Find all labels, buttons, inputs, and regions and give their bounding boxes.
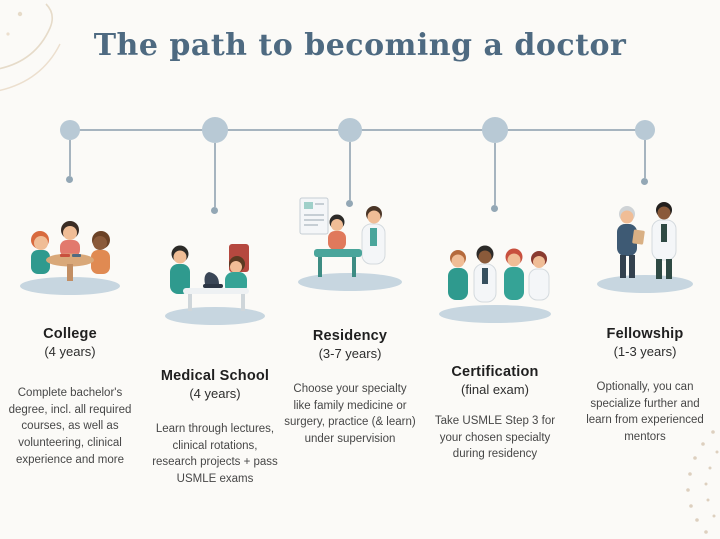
timeline-node-fellowship (635, 120, 655, 140)
step-description: Learn through lectures, clinical rotatio… (152, 423, 278, 486)
step-residency: Residency (3-7 years) Choose your specia… (284, 328, 416, 448)
timeline-stem-college (69, 140, 71, 176)
timeline-node-certification (482, 117, 508, 143)
step-description: Choose your specialty like family medici… (284, 383, 416, 446)
step-duration: (final exam) (461, 382, 529, 397)
step-description: Take USMLE Step 3 for your chosen specia… (434, 415, 556, 461)
illustration-certification-team (439, 245, 551, 323)
illustration-residency-exam (298, 197, 402, 291)
timeline-node-residency (338, 118, 362, 142)
step-title: Fellowship (606, 326, 684, 342)
timeline-dot-fellowship (641, 178, 648, 185)
step-title: Residency (312, 328, 388, 344)
timeline-stem-certification (494, 143, 496, 205)
step-duration: (4 years) (44, 344, 96, 359)
timeline-stem-medical-school (214, 143, 216, 207)
step-title: College (43, 326, 97, 342)
illustration-fellowship-mentor (597, 202, 693, 293)
timeline-node-college (60, 120, 80, 140)
step-title: Medical School (160, 368, 270, 384)
step-description: Complete bachelor's degree, incl. all re… (8, 387, 132, 466)
step-medical-school: Medical School (4 years) Learn through l… (149, 368, 281, 488)
step-title: Certification (451, 364, 539, 380)
timeline-dot-residency (346, 200, 353, 207)
step-certification: Certification (final exam) Take USMLE St… (429, 364, 561, 463)
timeline-dot-college (66, 176, 73, 183)
timeline-stem-fellowship (644, 140, 646, 178)
step-fellowship: Fellowship (1-3 years) Optionally, you c… (581, 326, 709, 446)
page-title: The path to becoming a doctor (93, 28, 627, 63)
step-description: Optionally, you can specialize further a… (586, 381, 704, 444)
timeline-dot-certification (491, 205, 498, 212)
step-duration: (4 years) (189, 386, 241, 401)
illustration-college-students (20, 221, 120, 295)
step-college: College (4 years) Complete bachelor's de… (4, 326, 136, 468)
step-duration: (1-3 years) (613, 344, 677, 359)
timeline-stem-residency (349, 142, 351, 200)
step-duration: (3-7 years) (318, 346, 382, 361)
timeline-dot-medical-school (211, 207, 218, 214)
illustration-medical-school-lab (165, 244, 265, 325)
timeline-node-medical-school (202, 117, 228, 143)
